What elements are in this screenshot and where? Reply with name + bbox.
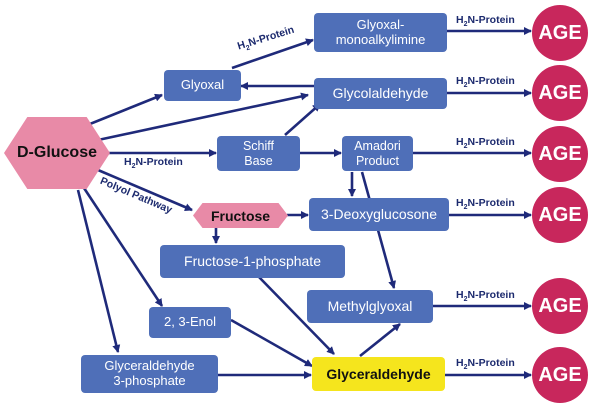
h2n-protein-label-age-5: H2N-Protein: [456, 289, 515, 304]
age-label: AGE: [538, 142, 582, 165]
3-deoxyglucosone-node: 3-Deoxyglucosone: [309, 198, 449, 231]
glyoxal-label: Glyoxal: [180, 77, 225, 93]
h2n-protein-label-age-6: H2N-Protein: [456, 357, 515, 372]
arrow-glucose-glycolaldehyde: [97, 92, 309, 142]
age-label: AGE: [538, 203, 582, 226]
age-node-6: AGE: [532, 347, 588, 403]
age-label: AGE: [538, 363, 582, 386]
g3p-label-1: Glyceraldehyde: [104, 358, 195, 374]
d-glucose-label: D-Glucose: [16, 144, 97, 161]
enol-label: 2, 3-Enol: [163, 314, 217, 330]
arrow-f1p-glyceraldehyde: [257, 275, 335, 355]
amadori-label-1: Amadori: [354, 139, 401, 154]
age-node-3: AGE: [532, 126, 588, 182]
schiff-base-label-2: Base: [244, 153, 273, 168]
h2n-protein-label-age-2: H2N-Protein: [456, 75, 515, 90]
age-label: AGE: [538, 294, 582, 317]
d-glucose-node: D-Glucose: [4, 117, 110, 189]
age-node-1: AGE: [532, 5, 588, 61]
2-3-enol-node: 2, 3-Enol: [149, 307, 231, 338]
h2n-protein-label-age-4: H2N-Protein: [456, 197, 515, 212]
deoxyglucosone-label: 3-Deoxyglucosone: [321, 206, 437, 223]
arrow-glyoxal-mono: [231, 38, 314, 70]
arrow-glucose-g3p: [76, 189, 121, 353]
h2n-protein-label-age-3: H2N-Protein: [456, 136, 515, 151]
schiff-base-label-1: Schiff: [242, 139, 275, 154]
arrow-glucose-glyoxal: [79, 93, 163, 130]
h2n-protein-label-schiff: H2N-Protein: [124, 156, 183, 171]
amadori-label-2: Product: [355, 153, 400, 168]
age-label: AGE: [538, 81, 582, 104]
glyceraldehyde-3-phosphate-node: Glyceraldehyde 3-phosphate: [81, 355, 218, 393]
arrow-glucose-enol: [80, 184, 164, 307]
age-node-5: AGE: [532, 278, 588, 334]
arrow-schiff-glycolaldehyde: [284, 103, 321, 136]
fructose-1p-label: Fructose-1-phosphate: [184, 253, 321, 270]
arrow-enol-glyceraldehyde: [230, 318, 313, 368]
age-label: AGE: [538, 21, 582, 44]
glyoxal-mono-label-1: Glyoxal-: [356, 16, 405, 32]
arrow-glucose-fructose: [97, 168, 193, 212]
fructose-label: Fructose: [210, 207, 271, 224]
arrow-glyceraldehyde-methylglyoxal: [359, 322, 401, 358]
fructose-1-phosphate-node: Fructose-1-phosphate: [160, 245, 345, 278]
h2n-protein-label-age-1: H2N-Protein: [456, 14, 515, 29]
glycolaldehyde-node: Glycolaldehyde: [314, 78, 447, 109]
glyceraldehyde-node: Glyceraldehyde: [312, 357, 445, 391]
methylglyoxal-node: Methylglyoxal: [307, 290, 433, 323]
age-node-2: AGE: [532, 65, 588, 121]
methylglyoxal-label: Methylglyoxal: [327, 298, 413, 315]
glyoxal-monoalkylimine-node: Glyoxal- monoalkylimine: [314, 13, 447, 52]
fructose-node: Fructose: [193, 203, 288, 228]
glycolaldehyde-label: Glycolaldehyde: [332, 85, 429, 102]
glyoxal-mono-label-2: monoalkylimine: [335, 31, 426, 47]
schiff-base-node: Schiff Base: [217, 136, 300, 171]
glyceraldehyde-label: Glyceraldehyde: [326, 365, 431, 382]
g3p-label-2: 3-phosphate: [113, 373, 186, 388]
amadori-product-node: Amadori Product: [342, 136, 413, 171]
age-node-4: AGE: [532, 187, 588, 243]
glyoxal-node: Glyoxal: [164, 70, 241, 101]
